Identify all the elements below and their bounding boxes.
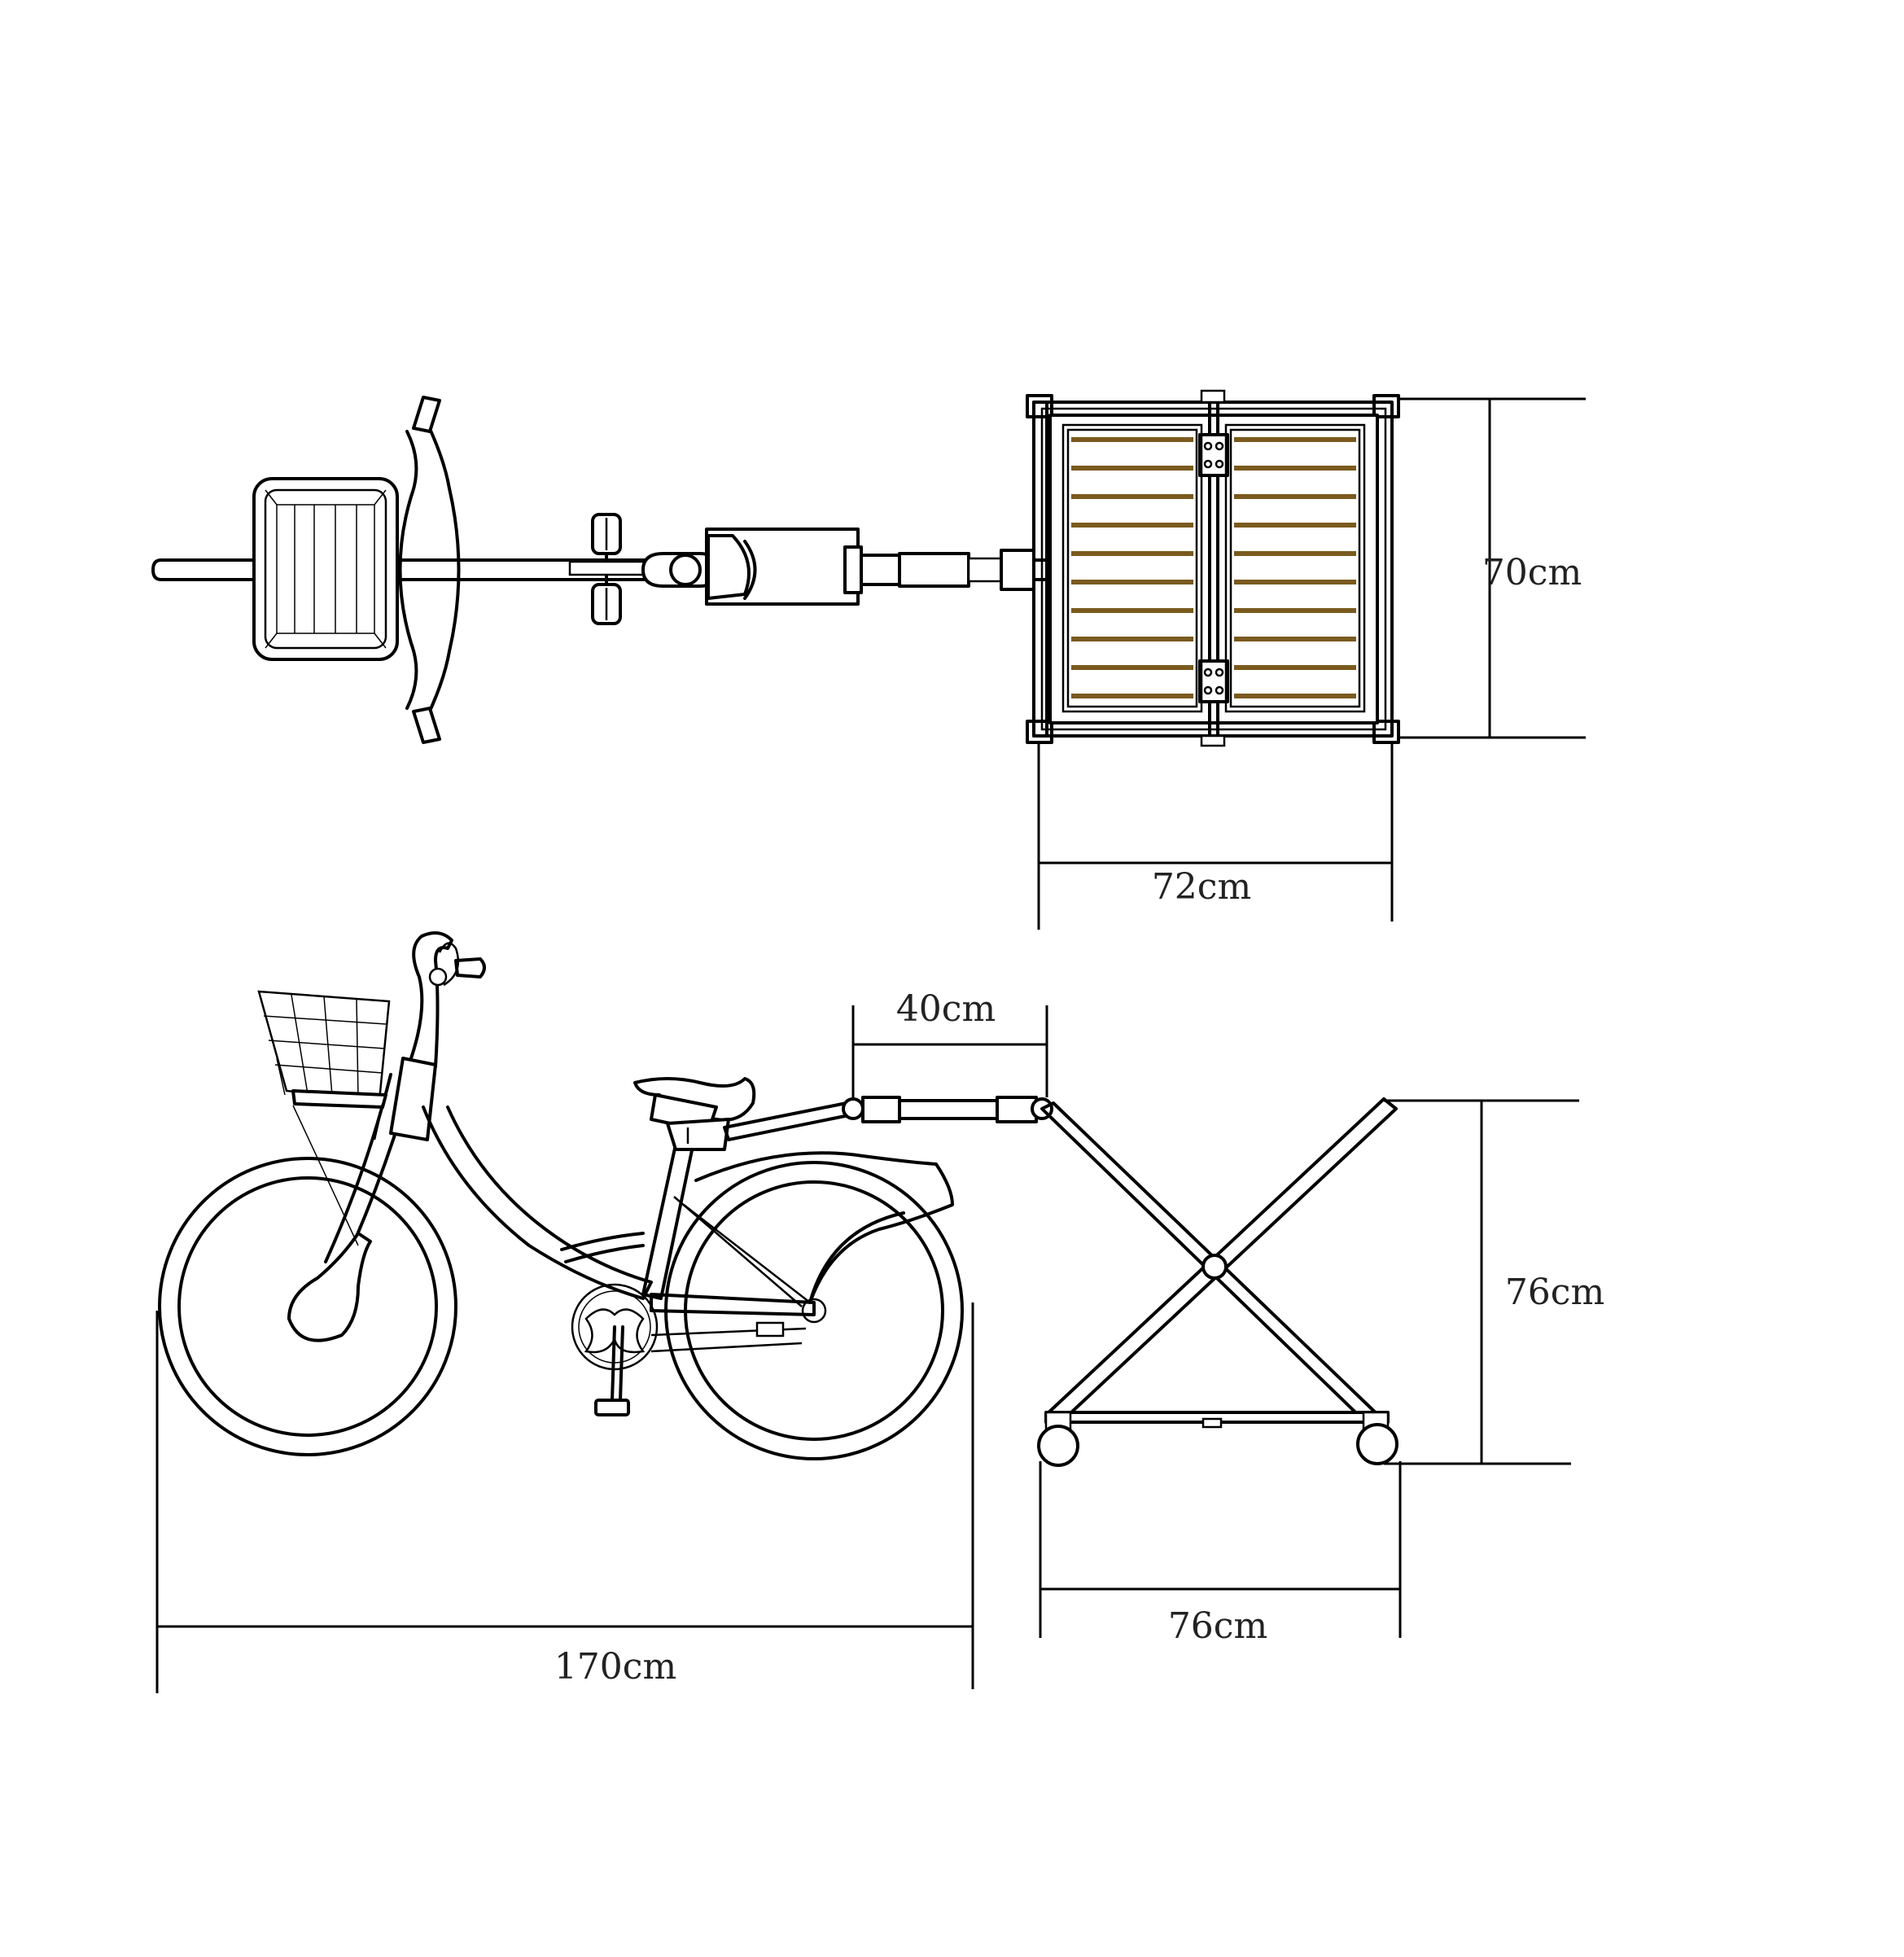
seat (633, 1077, 756, 1151)
dim-70-lines (1398, 397, 1586, 739)
dim-170-lines (155, 1302, 974, 1693)
dim-label-trailer-depth: 70cm (1482, 552, 1582, 593)
top-trailer (1026, 389, 1400, 747)
top-handlebar (398, 396, 461, 744)
dim-76w-lines (1039, 1461, 1402, 1638)
rear-fender (694, 1151, 954, 1304)
dim-label-hitch-length: 40cm (896, 988, 996, 1030)
dim-label-bike-length: 170cm (554, 1646, 676, 1688)
dim-76h-lines (1384, 1099, 1579, 1465)
top-view: 70cm 72cm (151, 389, 1586, 930)
top-basket (252, 477, 399, 661)
dim-40-lines (851, 1005, 1048, 1097)
x-frame-cart (1037, 1097, 1398, 1467)
top-center-bar (151, 558, 848, 581)
side-basket (257, 990, 391, 1246)
hitch-arm (723, 1096, 1053, 1141)
side-view: 40cm 76cm 76cm (155, 931, 1604, 1693)
dim-label-cart-height: 76cm (1505, 1272, 1604, 1313)
top-pedals (591, 513, 622, 625)
main-frame (422, 1105, 816, 1316)
head-tube (389, 931, 486, 1141)
crank (571, 1283, 807, 1416)
top-seat (568, 528, 860, 606)
top-hitch (843, 545, 1068, 594)
dim-label-trailer-width: 72cm (1152, 866, 1251, 908)
dim-72-lines (1037, 742, 1394, 930)
dim-label-cart-base-width: 76cm (1168, 1605, 1267, 1647)
